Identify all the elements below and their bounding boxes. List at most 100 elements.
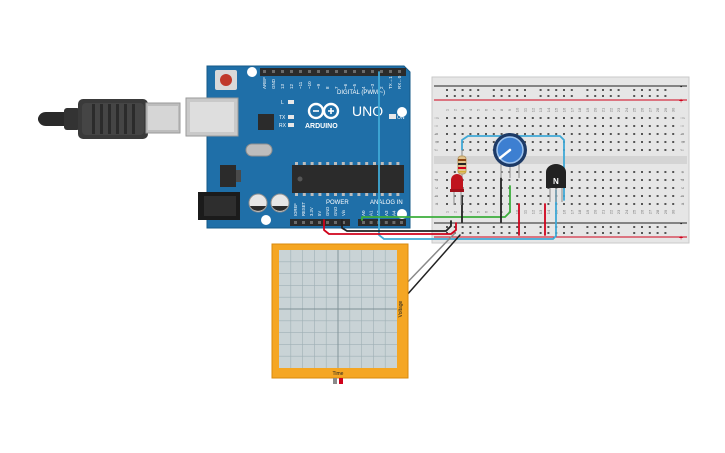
terminal-hole[interactable] [469,117,472,119]
terminal-hole[interactable] [453,117,456,119]
terminal-hole[interactable] [656,195,659,197]
terminal-hole[interactable] [633,179,636,181]
terminal-hole[interactable] [453,125,456,127]
terminal-hole[interactable] [469,133,472,135]
terminal-hole[interactable] [594,179,597,181]
rail-hole[interactable] [563,95,565,97]
digital-pin[interactable] [290,70,293,73]
wire-black-gnd[interactable] [341,219,452,232]
power-pin[interactable] [310,221,313,224]
terminal-hole[interactable] [664,179,667,181]
terminal-hole[interactable] [570,203,573,205]
terminal-hole[interactable] [578,187,581,189]
rail-hole[interactable] [602,95,604,97]
terminal-hole[interactable] [672,149,675,151]
rail-hole[interactable] [446,89,448,91]
terminal-hole[interactable] [539,133,542,135]
terminal-hole[interactable] [453,203,456,205]
rail-hole[interactable] [508,95,511,97]
rail-hole[interactable] [492,89,495,91]
terminal-hole[interactable] [531,179,534,181]
terminal-hole[interactable] [555,141,558,143]
terminal-hole[interactable] [594,125,597,127]
terminal-hole[interactable] [461,125,464,127]
terminal-hole[interactable] [570,187,573,189]
terminal-hole[interactable] [547,195,550,197]
rail-hole[interactable] [594,95,597,97]
rail-hole[interactable] [469,95,472,97]
terminal-hole[interactable] [524,125,526,127]
rail-hole[interactable] [453,226,456,228]
rail-hole[interactable] [609,95,612,97]
terminal-hole[interactable] [664,125,667,127]
terminal-hole[interactable] [446,133,448,135]
rail-hole[interactable] [602,226,604,228]
terminal-hole[interactable] [633,117,636,119]
terminal-hole[interactable] [594,117,597,119]
terminal-hole[interactable] [617,179,620,181]
terminal-hole[interactable] [602,203,604,205]
rail-hole[interactable] [609,226,612,228]
resistor[interactable] [457,150,467,182]
rail-hole[interactable] [656,95,659,97]
terminal-hole[interactable] [555,125,558,127]
terminal-hole[interactable] [586,187,589,189]
terminal-hole[interactable] [524,133,526,135]
terminal-hole[interactable] [602,117,604,119]
terminal-hole[interactable] [531,187,534,189]
terminal-hole[interactable] [461,133,464,135]
terminal-hole[interactable] [563,117,565,119]
rail-hole[interactable] [633,95,636,97]
terminal-hole[interactable] [609,179,612,181]
rail-hole[interactable] [633,226,636,228]
terminal-hole[interactable] [469,171,472,173]
terminal-hole[interactable] [602,125,604,127]
terminal-hole[interactable] [625,117,628,119]
rail-hole[interactable] [453,89,456,91]
terminal-hole[interactable] [672,141,675,143]
terminal-hole[interactable] [446,117,448,119]
terminal-hole[interactable] [531,117,534,119]
terminal-hole[interactable] [570,141,573,143]
digital-pin[interactable] [371,70,374,73]
terminal-hole[interactable] [656,187,659,189]
terminal-hole[interactable] [516,133,519,135]
terminal-hole[interactable] [672,133,675,135]
terminal-hole[interactable] [485,149,487,151]
digital-pin[interactable] [362,70,365,73]
terminal-hole[interactable] [524,187,526,189]
terminal-hole[interactable] [485,195,487,197]
terminal-hole[interactable] [617,195,620,197]
wire-scope-probe-1[interactable] [399,232,456,291]
digital-pin[interactable] [380,70,383,73]
terminal-hole[interactable] [617,133,620,135]
terminal-hole[interactable] [469,149,472,151]
terminal-hole[interactable] [641,149,643,151]
terminal-hole[interactable] [625,133,628,135]
terminal-hole[interactable] [664,187,667,189]
rail-hole[interactable] [453,95,456,97]
terminal-hole[interactable] [656,125,659,127]
rail-hole[interactable] [586,232,589,234]
terminal-hole[interactable] [570,117,573,119]
terminal-hole[interactable] [485,125,487,127]
rail-hole[interactable] [500,232,503,234]
rail-hole[interactable] [524,95,526,97]
terminal-hole[interactable] [617,171,620,173]
rail-hole[interactable] [539,232,542,234]
terminal-hole[interactable] [461,117,464,119]
rail-hole[interactable] [508,232,511,234]
terminal-hole[interactable] [617,141,620,143]
terminal-hole[interactable] [492,141,495,143]
terminal-hole[interactable] [586,149,589,151]
terminal-hole[interactable] [477,141,480,143]
terminal-hole[interactable] [609,195,612,197]
rail-hole[interactable] [477,232,480,234]
terminal-hole[interactable] [492,187,495,189]
terminal-hole[interactable] [524,179,526,181]
oscilloscope[interactable]: Time Voltage [271,243,409,384]
terminal-hole[interactable] [578,133,581,135]
rail-hole[interactable] [633,232,636,234]
reset-button-cap[interactable] [220,74,232,86]
terminal-hole[interactable] [524,117,526,119]
